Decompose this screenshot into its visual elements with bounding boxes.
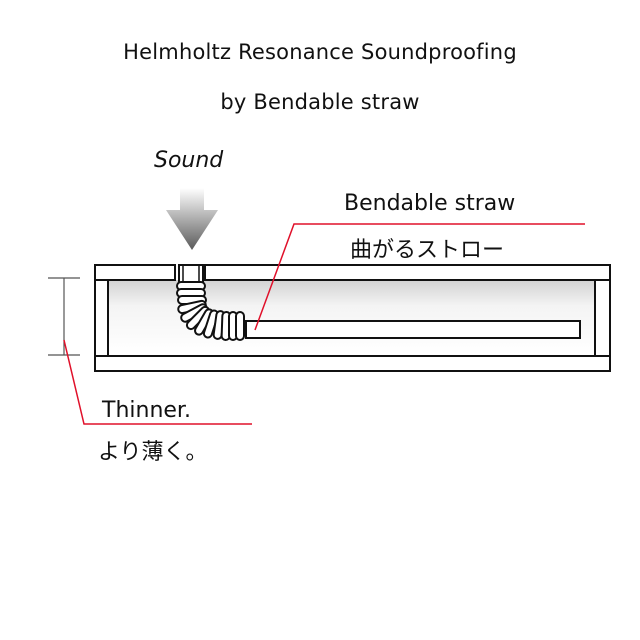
sound-arrow-icon: [166, 188, 218, 250]
sound-label: Sound: [154, 148, 224, 173]
thickness-dimension: [48, 277, 80, 356]
thinner-leader-line: [63, 339, 252, 425]
left-wall: [94, 279, 109, 357]
top-plate-right: [204, 264, 611, 281]
title-line-2: by Bendable straw: [220, 90, 420, 114]
thinner-label-ja: より薄く。: [98, 440, 208, 465]
top-plate-left: [94, 264, 176, 281]
bottom-plate: [94, 355, 611, 372]
straw-leader-line: [254, 223, 585, 331]
straw-corrugated-bend: [176, 281, 245, 341]
straw-label-en: Bendable straw: [344, 191, 516, 216]
straw-neck: [178, 264, 204, 284]
right-wall: [594, 279, 611, 357]
straw-straight: [245, 320, 581, 339]
title-line-1: Helmholtz Resonance Soundproofing: [123, 40, 517, 64]
straw-label-ja: 曲がるストロー: [350, 238, 505, 263]
thinner-label-en: Thinner.: [102, 398, 191, 423]
